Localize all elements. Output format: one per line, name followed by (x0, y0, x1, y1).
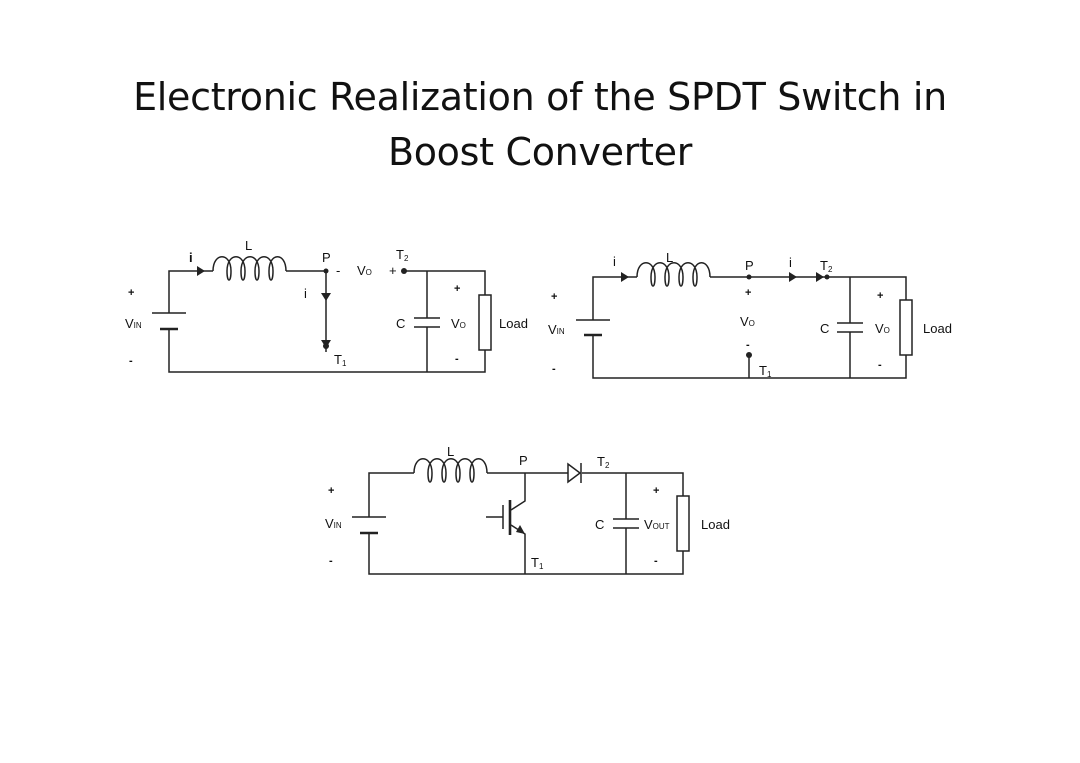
circuit-3-out-minus: - (654, 555, 658, 567)
slide-title: Electronic Realization of the SPDT Switc… (0, 70, 1080, 180)
circuit-2-p-plus: + (745, 287, 751, 299)
circuit-2-cap-label: C (820, 321, 829, 336)
circuit-2-vin-label: VIN (548, 322, 565, 337)
circuit-3: L P T2 T1 C VOUT + - Load VIN + - (325, 444, 730, 575)
circuit-2-current2-label: i (789, 255, 792, 270)
circuit-1-out-plus: + (454, 283, 460, 295)
circuit-1-capacitor (414, 317, 440, 328)
circuit-2-switch-t2-label: T2 (820, 258, 833, 274)
circuit-1-arrow-branch (321, 293, 331, 301)
circuit-1-load-resistor (478, 294, 492, 351)
circuit-1-t2-plus: + (389, 263, 397, 278)
circuit-1-wires (168, 270, 486, 373)
circuit-2-vo-label: VO (740, 314, 755, 329)
circuit-2-switch-contacts (746, 274, 830, 358)
circuit-1-switch-contacts (323, 268, 407, 349)
circuit-3-load-resistor (676, 495, 690, 552)
circuit-1-node-p-label: P (322, 250, 331, 265)
circuit-2-arrow-i2 (789, 272, 797, 282)
circuit-3-switch-t1-label: T1 (531, 555, 544, 571)
circuit-3-switch-t2-label: T2 (597, 454, 610, 470)
slide-title-line-1: Electronic Realization of the SPDT Switc… (133, 75, 947, 119)
circuit-2-vo-cap-label: VO (875, 321, 890, 336)
circuit-1-cap-label: C (396, 316, 405, 331)
circuit-3-vin-label: VIN (325, 516, 342, 531)
circuit-3-out-plus: + (653, 485, 659, 497)
circuit-1-branch-current-label: i (304, 286, 307, 301)
circuit-2-out-minus: - (878, 359, 882, 371)
circuit-1-vin-label: VIN (125, 316, 142, 331)
circuit-1: i L P - VO + T2 i T1 C VO + - Load VIN +… (125, 238, 528, 373)
circuit-3-vin-minus: - (329, 555, 333, 567)
circuit-1-vo-label: VO (357, 263, 372, 278)
circuit-2: i L P i T2 + VO - T1 C VO + - Load VIN +… (548, 250, 952, 379)
circuit-3-emitter-arrow (516, 525, 525, 534)
circuit-2-load-resistor (899, 299, 913, 356)
circuit-2-switch-t1-label: T1 (759, 363, 772, 379)
circuit-1-switch-t2-label: T2 (396, 247, 409, 263)
circuit-3-vout-label: VOUT (644, 517, 670, 532)
circuit-1-p-minus: - (336, 263, 340, 278)
circuit-1-vo-cap-label: VO (451, 316, 466, 331)
circuit-2-out-plus: + (877, 290, 883, 302)
circuit-3-inductor-coil (413, 458, 488, 483)
circuit-2-node-p-label: P (745, 258, 754, 273)
circuit-2-current-label: i (613, 254, 616, 269)
circuit-2-load-label: Load (923, 321, 952, 336)
circuit-2-vin-minus: - (552, 363, 556, 375)
circuit-1-vin-plus: + (128, 287, 134, 299)
circuit-2-current-arrows (621, 272, 824, 282)
circuit-2-capacitor (837, 322, 863, 333)
circuit-1-load-label: Load (499, 316, 528, 331)
circuit-3-capacitor (613, 518, 639, 529)
circuit-2-arrow-i (621, 272, 629, 282)
circuit-1-battery (152, 312, 186, 331)
circuit-2-vin-plus: + (551, 291, 557, 303)
circuit-3-inductor-label: L (447, 444, 454, 459)
circuit-3-wires (368, 472, 684, 575)
circuit-2-battery (576, 319, 610, 337)
circuit-2-p-minus: - (746, 339, 750, 351)
circuit-1-arrow-i (197, 266, 205, 276)
circuit-1-inductor-coil (212, 256, 287, 281)
circuit-3-node-p-label: P (519, 453, 528, 468)
circuit-3-vin-plus: + (328, 485, 334, 497)
circuit-2-inductor-label: L (666, 250, 673, 265)
slide-title-line-2: Boost Converter (387, 130, 693, 174)
circuit-1-current-label: i (189, 250, 193, 265)
circuit-2-inductor-coil (636, 262, 711, 287)
circuit-1-current-arrows (197, 266, 331, 348)
circuit-1-arrow-t1 (321, 340, 331, 348)
circuit-3-diode (567, 462, 582, 484)
circuit-1-inductor-label: L (245, 238, 252, 253)
circuit-1-vin-minus: - (129, 355, 133, 367)
circuit-3-load-label: Load (701, 517, 730, 532)
circuit-1-out-minus: - (455, 353, 459, 365)
circuit-3-transistor (502, 500, 525, 535)
circuit-3-cap-label: C (595, 517, 604, 532)
circuit-1-switch-t1-label: T1 (334, 352, 347, 368)
circuit-3-battery (352, 516, 386, 535)
circuit-2-arrow-t2 (816, 272, 824, 282)
